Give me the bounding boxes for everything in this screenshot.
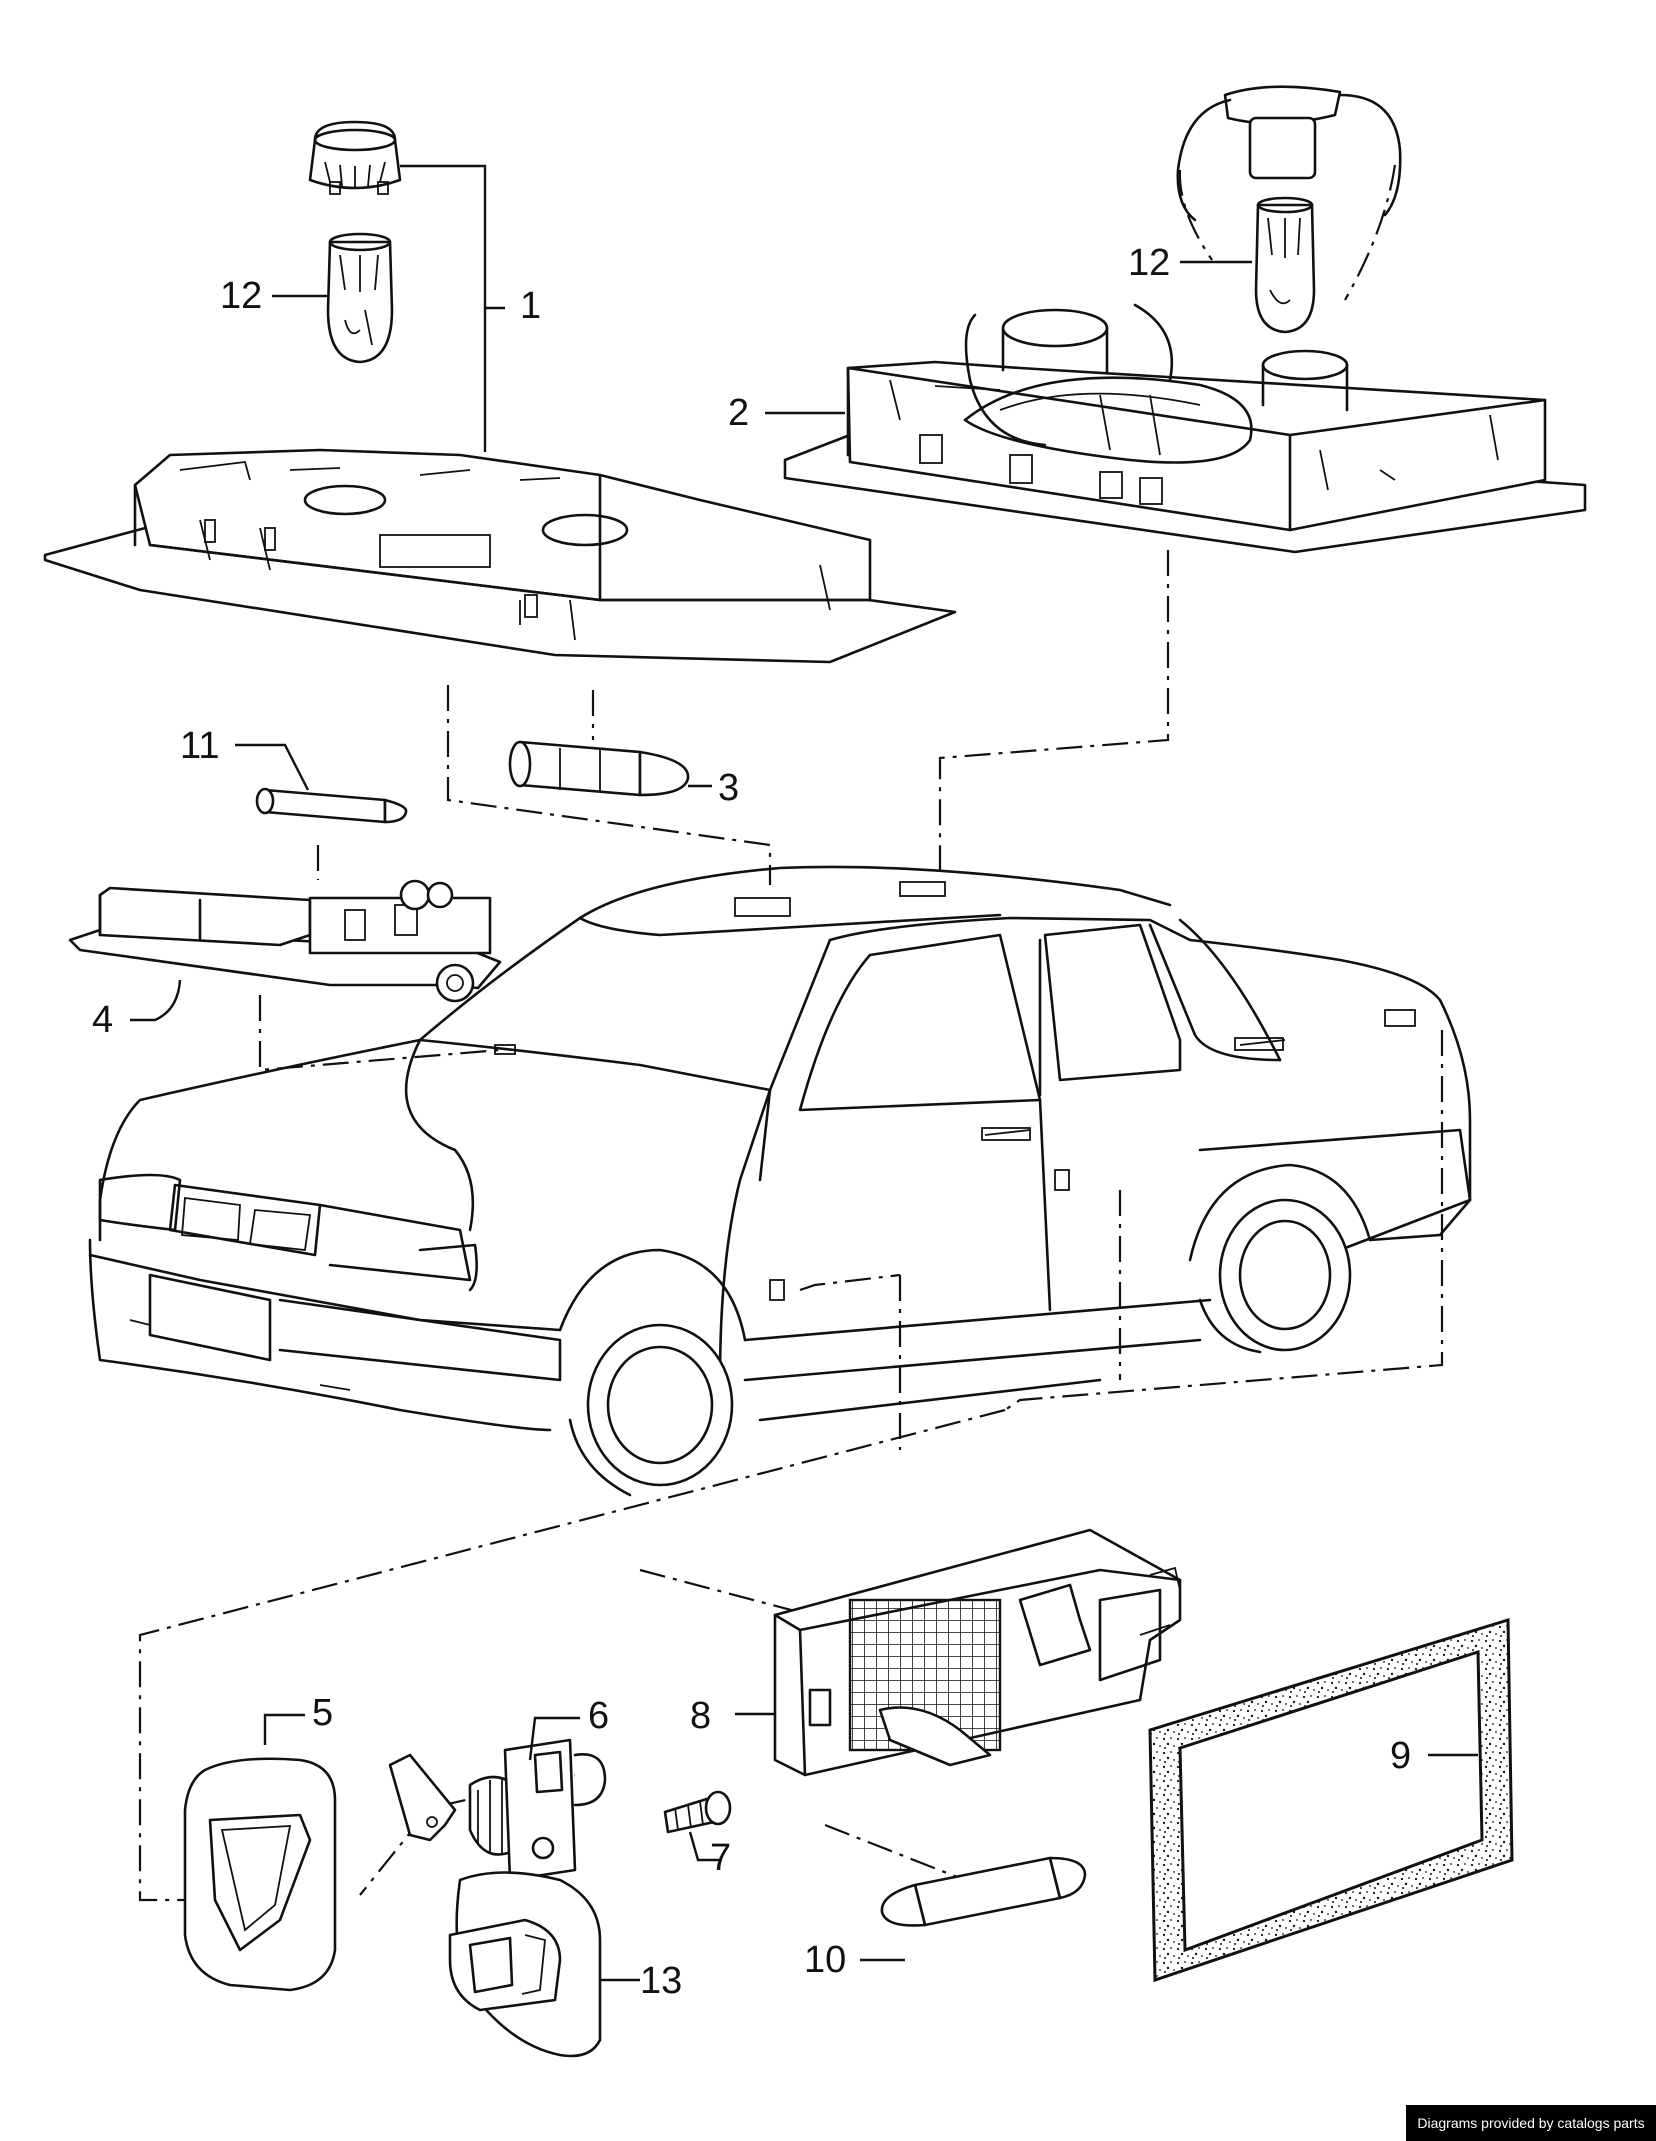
interior-light-housing-2 [783, 303, 1587, 554]
leader-5 [263, 1713, 305, 1745]
part-label-13: 13 [640, 1960, 682, 2002]
part-label-7: 7 [710, 1837, 731, 1879]
part-label-2: 2 [728, 392, 749, 434]
part-label-3: 3 [718, 767, 739, 809]
leader-7 [688, 1831, 722, 1862]
wedge-bulb-12-left [326, 232, 394, 364]
reading-light-4 [68, 879, 502, 1003]
leader-4 [130, 979, 182, 1022]
bulb-socket-12-right [1176, 85, 1402, 301]
part-label-12-right: 12 [1128, 242, 1170, 284]
part-label-6: 6 [588, 1695, 609, 1737]
connection-lines [138, 550, 1444, 1902]
wedge-bulb-12-right [1254, 196, 1316, 334]
leader-11 [235, 743, 310, 791]
car-body [88, 865, 1472, 1497]
part-label-12-left: 12 [220, 275, 262, 317]
festoon-bulb-10 [880, 1856, 1087, 1927]
switch-boot-13 [448, 1871, 602, 2058]
part-label-9: 9 [1390, 1735, 1411, 1777]
part-label-8: 8 [690, 1695, 711, 1737]
festoon-bulb-3 [508, 740, 690, 797]
part-label-11: 11 [180, 725, 219, 767]
leader-1 [400, 164, 505, 452]
part-label-5: 5 [312, 1692, 333, 1734]
door-switch-6 [388, 1738, 607, 1882]
gasket-9 [1148, 1617, 1514, 1983]
boot-light-8 [773, 1528, 1182, 1777]
bulb-cap-1 [308, 120, 402, 195]
screw-7 [663, 1790, 732, 1834]
interior-light-housing-1 [43, 448, 957, 664]
part-label-10: 10 [804, 1939, 846, 1981]
part-label-1: 1 [520, 285, 541, 327]
festoon-bulb-11 [255, 787, 408, 824]
diagram-credit: Diagrams provided by catalogs parts [1406, 2105, 1656, 2141]
part-label-4: 4 [92, 999, 113, 1041]
leader-6 [528, 1716, 580, 1761]
lens-cover-5 [183, 1757, 337, 1992]
